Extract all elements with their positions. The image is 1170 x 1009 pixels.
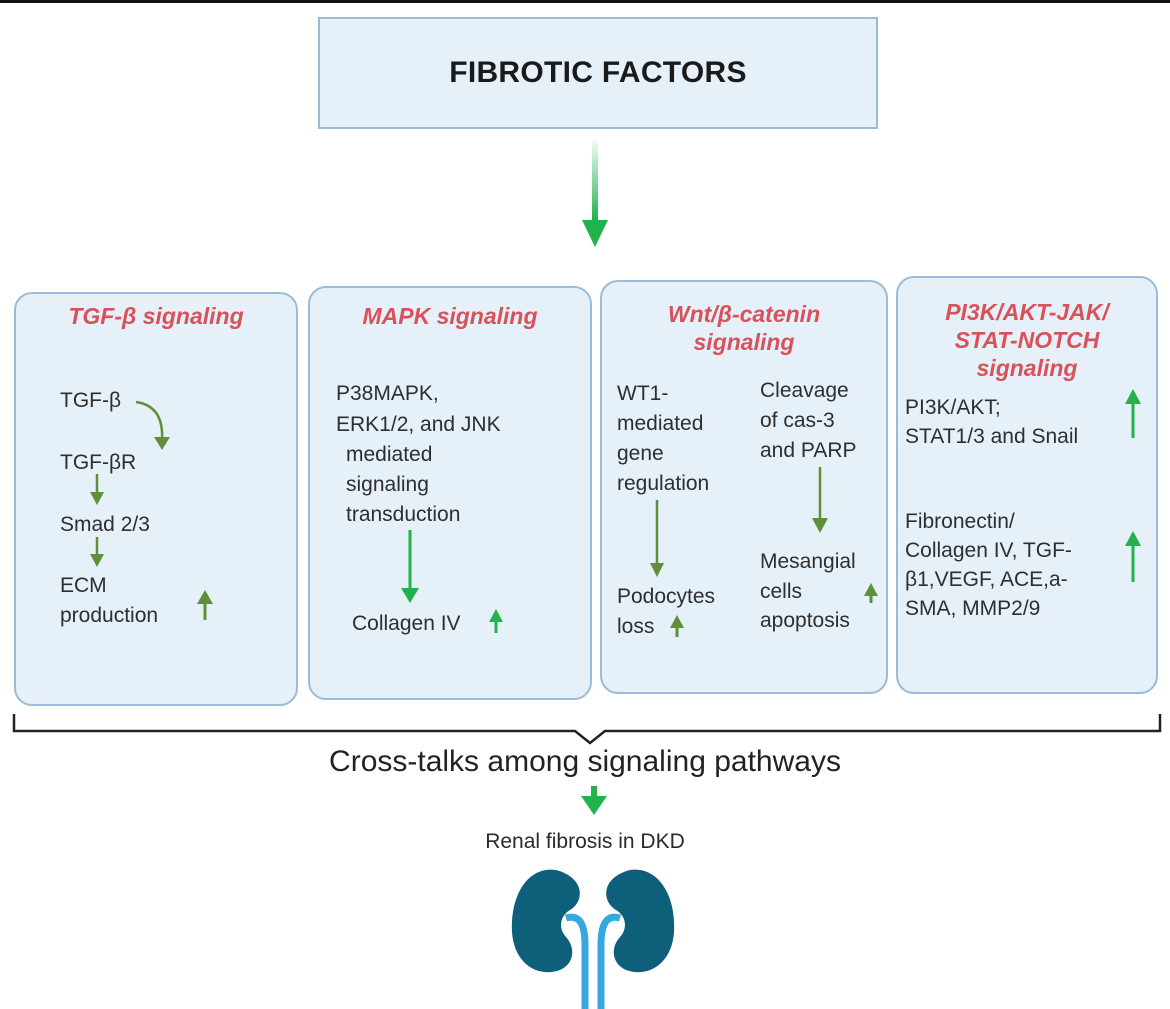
down-arrow-icon [650,500,664,577]
production-label: production [60,604,159,627]
wnt-right-line-3: and PARP [760,439,857,462]
up-arrow-icon [864,583,878,603]
panel-title-line-3: signaling [976,355,1078,381]
fibronectin-line-4: SMA, MMP2/9 [905,597,1041,620]
brace-icon [12,714,1162,745]
panel-wnt-beta-catenin: Wnt/β-catenin signaling [600,280,888,694]
pi3k-line-1: PI3K/AKT; [905,396,1001,419]
down-arrow-icon [90,537,104,567]
panel-tgf-beta: TGF-β signaling [14,292,298,706]
down-arrow-icon [581,786,607,815]
mesangial-label: Mesangial [760,550,856,573]
loss-label: loss [617,615,655,638]
up-arrow-icon [489,609,503,633]
up-arrow-icon [1125,531,1141,582]
up-arrow-icon [1125,389,1141,438]
panel-title-line-1: Wnt/β-catenin [667,301,821,327]
outcome-caption: Renal fibrosis in DKD [485,830,685,853]
cells-label: cells [760,580,803,603]
panel-title-line-2: STAT-NOTCH [954,327,1100,353]
fibronectin-line-3: β1,VEGF, ACE,a- [905,568,1068,591]
mapk-line-4: signaling [346,473,429,496]
wnt-left-line-3: gene [617,442,664,465]
mapk-line-5: transduction [346,503,461,526]
kidney-icon [511,869,675,1009]
panel-pi3k-akt-jak-stat-notch: PI3K/AKT-JAK/ STAT-NOTCH signaling [896,276,1158,694]
mapk-line-3: mediated [346,443,433,466]
wnt-left-line-1: WT1- [617,382,669,405]
panel-title-line-2: signaling [693,329,795,355]
panel-title: TGF-β signaling [68,303,244,329]
wnt-right-line-1: Cleavage [760,379,849,402]
down-arrow-icon [401,530,419,603]
smad-label: Smad 2/3 [60,513,150,536]
mapk-result-label: Collagen IV [352,612,461,635]
down-arrow-icon [812,467,828,533]
fibrotic-factors-box: FIBROTIC FACTORS [318,17,878,129]
top-border-line [0,0,1170,3]
fibronectin-line-2: Collagen IV, TGF- [905,539,1072,562]
crosstalk-caption: Cross-talks among signaling pathways [329,745,841,778]
diagram-title: FIBROTIC FACTORS [449,56,747,89]
podocytes-label: Podocytes [617,585,716,608]
main-down-arrow-icon [582,140,608,247]
curved-arrowhead-icon [154,437,170,450]
panel-mapk: MAPK signaling [308,286,592,700]
mapk-line-2: ERK1/2, and JNK [336,413,501,436]
panel-title: MAPK signaling [362,303,538,329]
wnt-right-line-2: of cas-3 [760,409,835,432]
wnt-left-line-4: regulation [617,472,710,495]
up-arrow-icon [670,615,684,637]
mapk-line-1: P38MAPK, [336,382,439,405]
up-arrow-icon [197,590,213,620]
tgf-beta-receptor-label: TGF-βR [60,451,137,474]
tgf-beta-label: TGF-β [60,389,122,412]
down-arrow-icon [90,474,104,505]
wnt-left-line-2: mediated [617,412,704,435]
apoptosis-label: apoptosis [760,609,850,632]
fibronectin-line-1: Fibronectin/ [905,510,1015,533]
pi3k-line-2: STAT1/3 and Snail [905,425,1079,448]
panel-title-line-1: PI3K/AKT-JAK/ [945,299,1109,325]
ecm-label: ECM [60,574,107,597]
curved-arrow-icon [135,400,164,441]
